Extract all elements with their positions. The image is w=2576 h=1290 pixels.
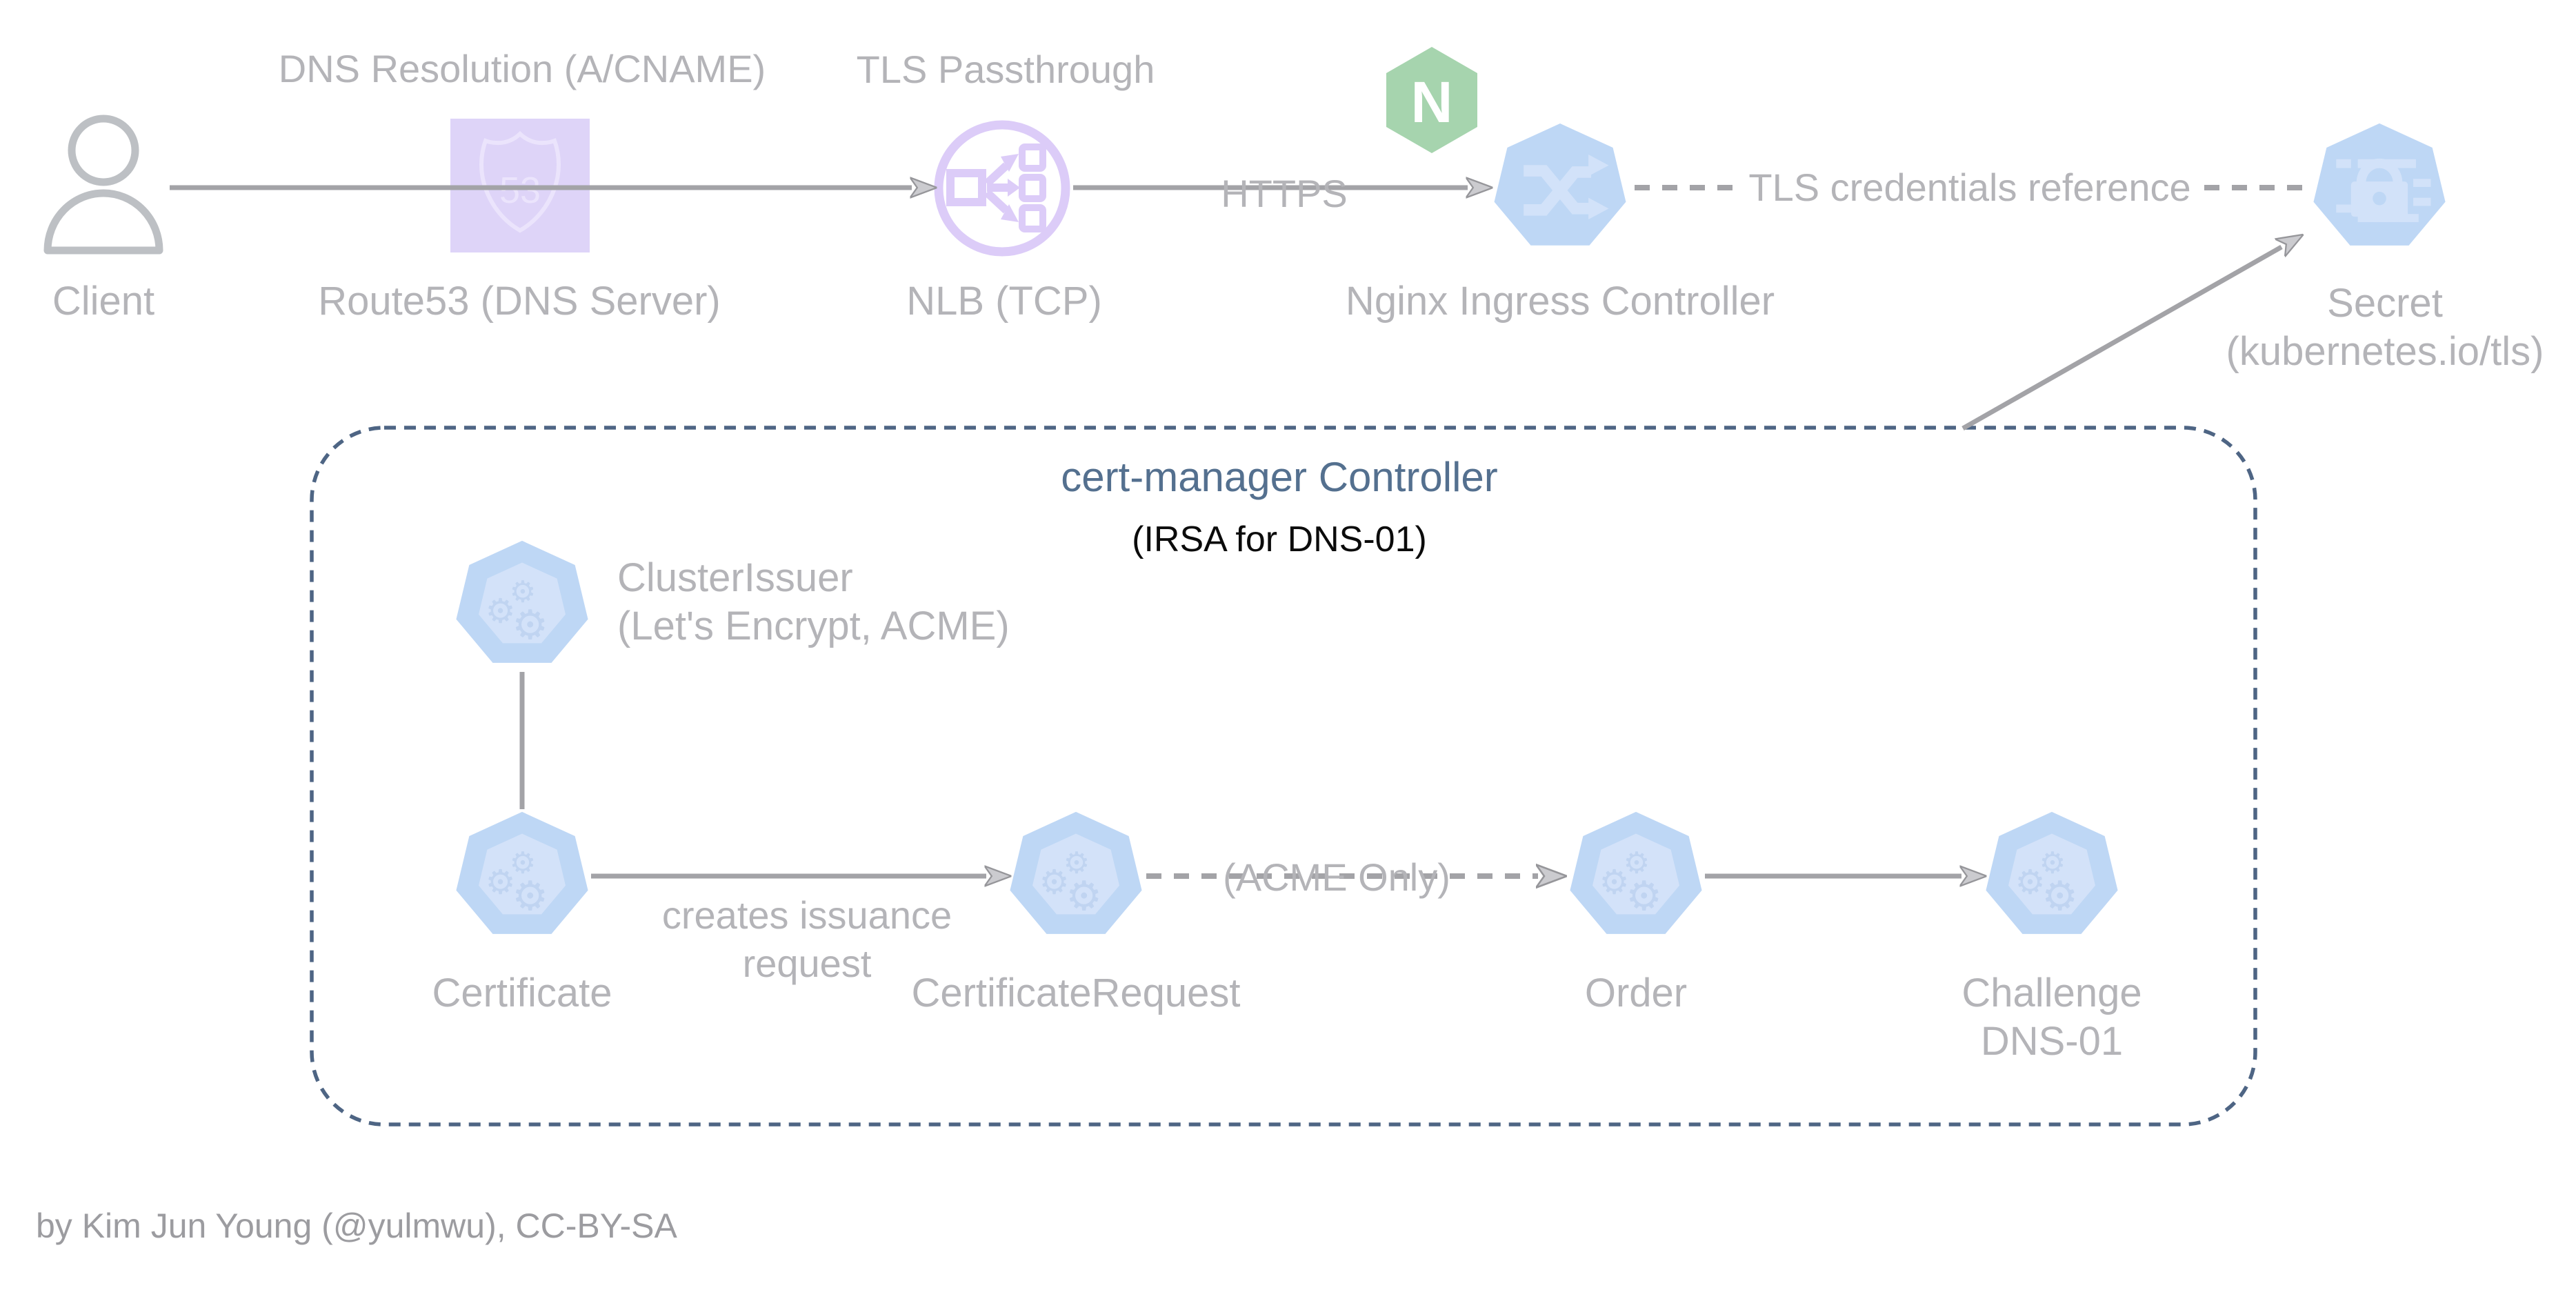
person-icon [43, 115, 163, 255]
ingress-crossed-arrows-icon [1494, 123, 1626, 246]
challenge-label: Challenge [1961, 971, 2142, 1015]
clusterissuer-label: ClusterIssuer [617, 555, 853, 600]
edge-label-acme-only: (ACME Only) [1223, 855, 1450, 899]
challenge-icon [1986, 811, 2118, 934]
nginx-logo-icon: N [1386, 47, 1477, 153]
challenge-sublabel: DNS-01 [1980, 1019, 2124, 1064]
route53-shield-icon: 53 [450, 119, 590, 252]
svg-text:N: N [1411, 70, 1453, 135]
cert-manager-group-title: cert-manager Controller [1061, 454, 1498, 500]
attribution-text: by Kim Jun Young (@yulmwu), CC-BY-SA [36, 1207, 677, 1245]
clusterissuer-sublabel: (Let's Encrypt, ACME) [617, 604, 1010, 648]
certificaterequest-label: CertificateRequest [911, 971, 1241, 1015]
nginx-ingress-label: Nginx Ingress Controller [1345, 279, 1775, 324]
client-label: Client [52, 279, 155, 324]
secret-sublabel: (kubernetes.io/tls) [2226, 329, 2544, 374]
edge-label-dns-resolution: DNS Resolution (A/CNAME) [278, 47, 766, 90]
order-icon [1570, 811, 1702, 934]
load-balancer-icon [934, 120, 1070, 257]
nlb-label: NLB (TCP) [906, 279, 1102, 324]
edge-label-https: HTTPS [1221, 172, 1348, 215]
certificaterequest-icon [1010, 811, 1142, 934]
svg-text:53: 53 [499, 170, 541, 211]
certificate-label: Certificate [432, 971, 612, 1015]
order-label: Order [1584, 971, 1688, 1015]
secret-label: Secret [2327, 281, 2443, 326]
edge-label-creates-issuance-request: creates issuance request [661, 893, 952, 985]
lock-icon [2313, 123, 2446, 246]
edge-label-tls-credentials-reference: TLS credentials reference [1748, 166, 2191, 209]
certificate-icon [456, 811, 588, 934]
clusterissuer-icon [456, 540, 588, 663]
edge-label-tls-passthrough: TLS Passthrough [856, 48, 1155, 91]
route53-label: Route53 (DNS Server) [318, 279, 721, 324]
cert-manager-group-subtitle: (IRSA for DNS-01) [1132, 519, 1427, 559]
